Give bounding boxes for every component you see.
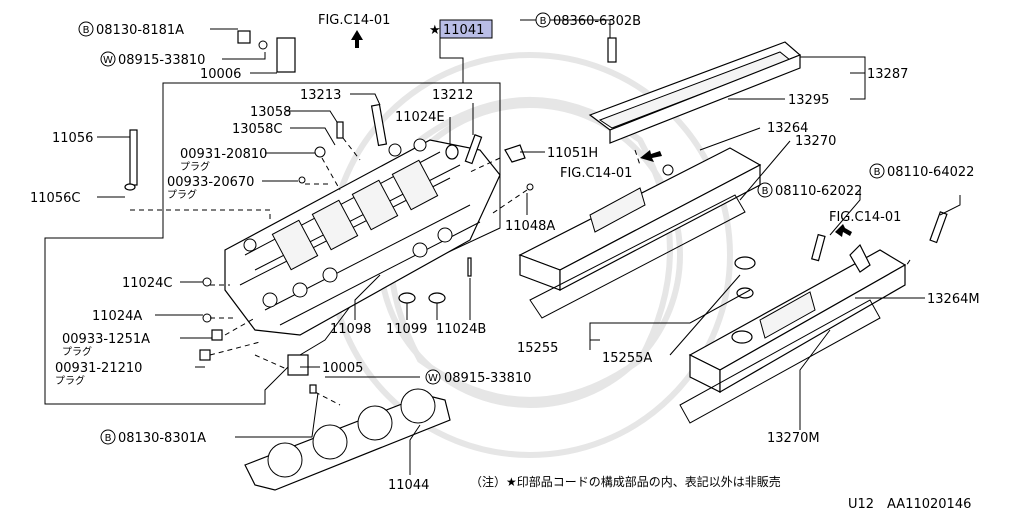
label-00931-21210[interactable]: 00931-21210 [55, 361, 142, 376]
label-13295[interactable]: 13295 [788, 93, 829, 108]
label-00933-20670[interactable]: 00933-20670 [167, 175, 254, 190]
highlight-box [439, 19, 493, 39]
plug-note-2: プラグ [167, 188, 197, 201]
footnote-text: （注）★印部品コードの構成部品の内、表記以外は非販売 [470, 474, 781, 489]
engine-top-cover [588, 37, 802, 144]
arrow-up-icon [351, 30, 363, 48]
label-13264M[interactable]: 13264M [927, 292, 980, 307]
callout-circles: B W B B B W B [78, 12, 885, 445]
label-11041[interactable]: 11041 [443, 23, 484, 38]
label-08110-62022[interactable]: 08110-62022 [775, 184, 862, 199]
label-08360-6302B[interactable]: 08360-6302B [553, 14, 641, 29]
label-13213[interactable]: 13213 [300, 88, 341, 103]
rocker-cover-left [518, 147, 762, 319]
svg-text:B: B [105, 433, 112, 444]
head-dashed-leaders [130, 137, 911, 406]
label-00931-20810[interactable]: 00931-20810 [180, 147, 267, 162]
bolt-callout-5: B [100, 429, 116, 445]
label-11099[interactable]: 11099 [386, 322, 427, 337]
cylinder-head [224, 138, 501, 336]
footer-code: U12 AA11020146 [848, 497, 971, 510]
star-mark: ★ [429, 23, 441, 38]
washer-callout-1: W [100, 51, 116, 67]
label-11044[interactable]: 11044 [388, 478, 429, 493]
label-15255[interactable]: 15255 [517, 341, 558, 356]
plug-note-1: プラグ [180, 160, 210, 173]
arrow-left-icon [640, 150, 662, 162]
label-fig-c14-top[interactable]: FIG.C14-01 [318, 13, 390, 28]
bolt-callout-4: B [757, 182, 773, 198]
label-15255A[interactable]: 15255A [602, 351, 652, 366]
label-fig-c14-right[interactable]: FIG.C14-01 [829, 210, 901, 225]
label-11048A[interactable]: 11048A [505, 219, 555, 234]
svg-text:B: B [874, 167, 881, 178]
label-11024C[interactable]: 11024C [122, 276, 172, 291]
part-labels: 08130-8181A 08915-33810 10006 FIG.C14-01… [30, 13, 980, 510]
head-gasket [244, 354, 451, 491]
bolt-callout-2: B [535, 12, 551, 28]
label-13058[interactable]: 13058 [250, 105, 291, 120]
label-11024E[interactable]: 11024E [395, 110, 445, 125]
label-13270[interactable]: 13270 [795, 134, 836, 149]
label-11024A[interactable]: 11024A [92, 309, 142, 324]
leader-lines [97, 19, 961, 475]
label-08130-8301A[interactable]: 08130-8301A [118, 431, 206, 446]
bolt-callout-3: B [869, 163, 885, 179]
label-13287[interactable]: 13287 [867, 67, 908, 82]
svg-text:W: W [428, 373, 438, 384]
label-13058C[interactable]: 13058C [232, 122, 282, 137]
label-08130-8181A[interactable]: 08130-8181A [96, 23, 184, 38]
label-10005[interactable]: 10005 [322, 361, 363, 376]
label-13270M[interactable]: 13270M [767, 431, 820, 446]
washer-callout-2: W [425, 369, 441, 385]
plug-note-3: プラグ [62, 345, 92, 358]
svg-text:B: B [762, 186, 769, 197]
label-08915-33810-bottom[interactable]: 08915-33810 [444, 371, 531, 386]
label-11098[interactable]: 11098 [330, 322, 371, 337]
svg-text:B: B [540, 16, 547, 27]
label-11051H[interactable]: 11051H [547, 146, 598, 161]
label-00933-1251A[interactable]: 00933-1251A [62, 332, 150, 347]
rocker-cover-right [679, 211, 948, 424]
label-fig-c14-mid[interactable]: FIG.C14-01 [560, 166, 632, 181]
head-small-parts [124, 30, 534, 361]
arrow-left-up-icon [835, 224, 852, 237]
label-11056[interactable]: 11056 [52, 131, 93, 146]
fig-arrows [351, 30, 852, 237]
label-08110-64022[interactable]: 08110-64022 [887, 165, 974, 180]
svg-text:B: B [83, 25, 90, 36]
label-11024B[interactable]: 11024B [436, 322, 486, 337]
svg-text:W: W [103, 55, 113, 66]
label-13212[interactable]: 13212 [432, 88, 473, 103]
plug-note-4: プラグ [55, 374, 85, 387]
label-13264[interactable]: 13264 [767, 121, 808, 136]
label-10006[interactable]: 10006 [200, 67, 241, 82]
label-11056C[interactable]: 11056C [30, 191, 80, 206]
bolt-callout-1: B [78, 21, 94, 37]
label-08915-33810-top[interactable]: 08915-33810 [118, 53, 205, 68]
